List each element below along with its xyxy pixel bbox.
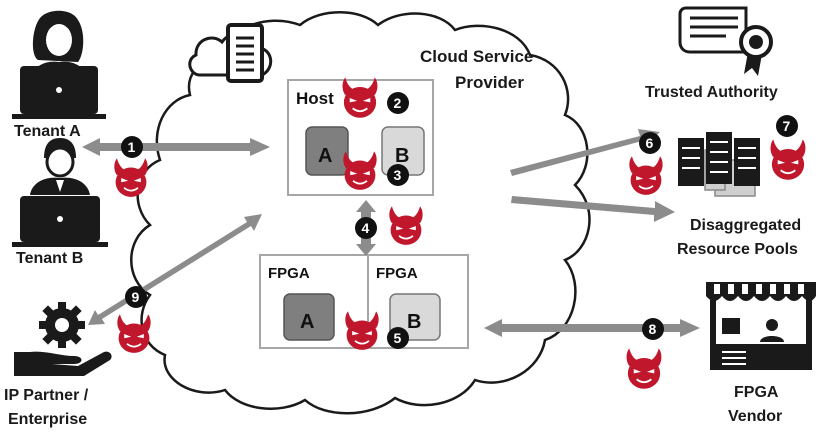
shop-stall-icon bbox=[706, 282, 816, 370]
svg-text:4: 4 bbox=[362, 220, 370, 236]
host-label: Host bbox=[296, 89, 334, 108]
resource-pools-label-line2: Resource Pools bbox=[677, 241, 798, 258]
fpga-right-label: FPGA bbox=[376, 265, 418, 282]
fpga-tenant-a-box bbox=[283, 293, 335, 341]
svg-text:8: 8 bbox=[649, 321, 657, 337]
devil-head-icon bbox=[113, 157, 149, 198]
badge: 2 bbox=[387, 92, 409, 114]
devil-head-icon bbox=[769, 138, 807, 181]
svg-text:9: 9 bbox=[132, 289, 140, 305]
badge: 8 bbox=[642, 318, 664, 340]
svg-text:1: 1 bbox=[128, 139, 136, 155]
trusted-authority: Trusted Authority bbox=[645, 6, 778, 101]
svg-text:2: 2 bbox=[394, 95, 402, 111]
cloud-service-provider: Cloud Service Provider bbox=[130, 11, 591, 415]
svg-text:5: 5 bbox=[394, 330, 402, 346]
resource-pools-label-line1: Disaggregated bbox=[690, 217, 801, 234]
arrow-tenant bbox=[82, 138, 270, 156]
ip-partner-label-line2: Enterprise bbox=[8, 411, 87, 428]
svg-text:6: 6 bbox=[646, 135, 654, 151]
host-tenant-a-box bbox=[305, 126, 349, 176]
badge: 3 bbox=[387, 164, 409, 186]
devil-head-icon bbox=[625, 347, 663, 390]
hand-gear-icon bbox=[14, 302, 112, 376]
fpga-vendor: FPGA Vendor bbox=[706, 282, 816, 425]
host-tenant-b-label: B bbox=[395, 145, 409, 167]
woman-laptop-icon bbox=[12, 10, 106, 119]
svg-text:7: 7 bbox=[783, 118, 791, 134]
svg-text:3: 3 bbox=[394, 167, 402, 183]
tenant-a-label: Tenant A bbox=[14, 123, 81, 140]
trusted-authority-label: Trusted Authority bbox=[645, 84, 778, 101]
fpga-tenant-b-label: B bbox=[407, 311, 421, 333]
badge: 1 bbox=[121, 136, 143, 158]
badge: 4 bbox=[355, 217, 377, 239]
ip-partner-label-line1: IP Partner / bbox=[4, 387, 89, 404]
tenant-b: Tenant B bbox=[12, 138, 108, 267]
ip-partner: IP Partner / Enterprise bbox=[4, 302, 112, 428]
arrow-fpga-vendor bbox=[484, 319, 700, 337]
devil-head-icon bbox=[628, 155, 664, 196]
arrow-to-pools-lower bbox=[511, 196, 675, 222]
fpga-tenant-a-label: A bbox=[300, 311, 314, 333]
certificate-icon bbox=[678, 6, 773, 76]
server-rack-icon bbox=[678, 132, 760, 197]
fpga-right-box: FPGA B bbox=[367, 254, 469, 349]
resource-pools: Disaggregated Resource Pools bbox=[677, 132, 801, 258]
arrow-to-pools-upper bbox=[510, 129, 660, 176]
fpga-vendor-label-line1: FPGA bbox=[734, 384, 779, 401]
badge: 5 bbox=[387, 327, 409, 349]
cloud-label-line1: Cloud Service bbox=[420, 47, 533, 66]
host-tenant-a-label: A bbox=[318, 145, 332, 167]
fpga-left-label: FPGA bbox=[268, 265, 310, 282]
man-laptop-icon bbox=[12, 138, 108, 247]
fpga-vendor-label-line2: Vendor bbox=[728, 408, 782, 425]
server-cloud-icon bbox=[188, 23, 273, 83]
badge: 7 bbox=[776, 115, 798, 137]
tenant-a: Tenant A bbox=[12, 10, 106, 140]
tenant-b-label: Tenant B bbox=[16, 250, 83, 267]
cloud-shape bbox=[130, 11, 591, 415]
badge: 6 bbox=[639, 132, 661, 154]
badge: 9 bbox=[125, 286, 147, 308]
cloud-label-line2: Provider bbox=[455, 73, 524, 92]
